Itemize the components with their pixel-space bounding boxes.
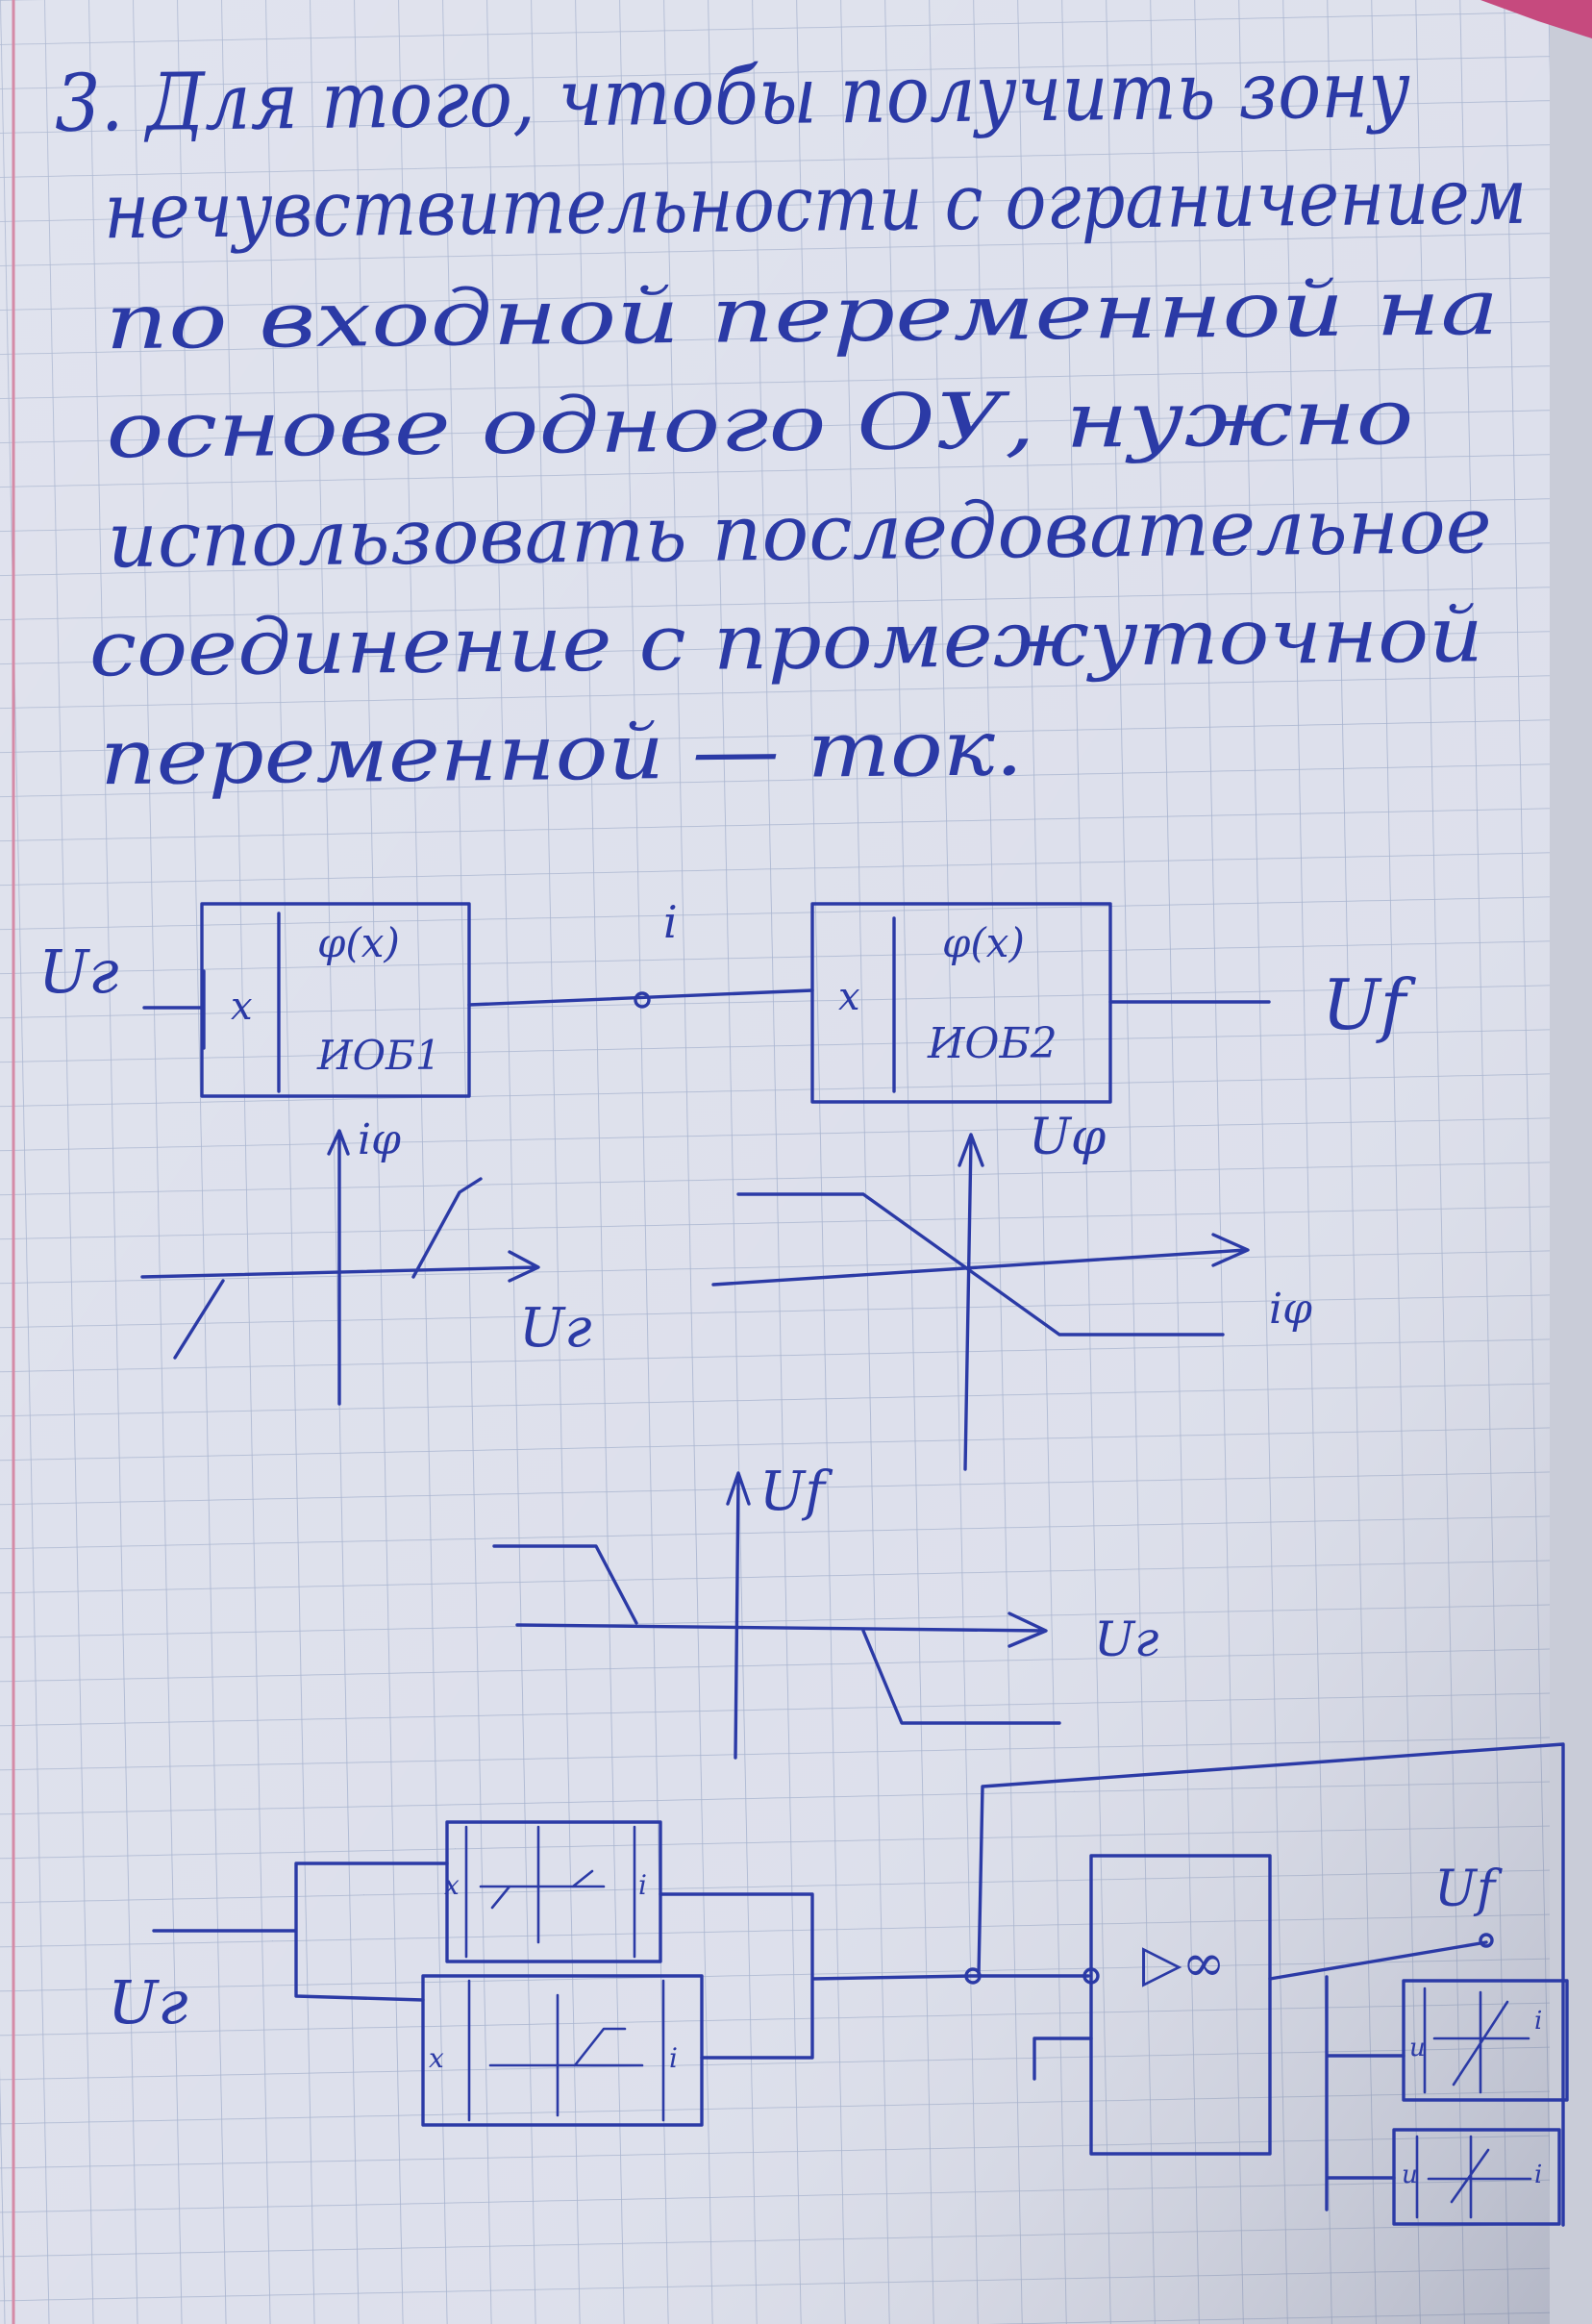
graph3-y-axis (726, 1471, 751, 1760)
graph2-x-label: iφ (1269, 1285, 1312, 1334)
circuit-left-block-top-out: i (638, 1869, 647, 1901)
bd-block1 (200, 902, 471, 1098)
graph2-curve (736, 1192, 1225, 1337)
circuit-right-block-1 (1402, 1979, 1569, 2102)
graph1: iφ Uг (140, 1115, 592, 1406)
circuit-opamp-symbol: ▷∞ (1142, 1933, 1226, 1993)
bd-output-label: Uf (1322, 964, 1417, 1045)
graph3-y-label: Uf (759, 1461, 833, 1523)
circuit-left-block-top-port: x (444, 1869, 460, 1901)
circuit-input-wire (152, 1862, 449, 2002)
circuit-output-label: Uf (1434, 1861, 1503, 1918)
graph2: Uφ iφ (711, 1109, 1312, 1471)
note-line-6: соединение с промежуточной (88, 589, 1483, 693)
graph1-y-axis (327, 1129, 350, 1406)
circuit-right-block-1-axes (1432, 1990, 1530, 2094)
pink-cover-corner (1480, 0, 1592, 38)
circuit-output-wire (1268, 1940, 1488, 1981)
circuit-output-node (1479, 1933, 1494, 1948)
graph1-y-label: iφ (358, 1115, 401, 1164)
graph3-curve-left (492, 1544, 638, 1625)
circuit-left-block-top-axes (479, 1825, 606, 1944)
circuit-right-bus (1325, 1975, 1405, 2212)
circuit-right-block-1-out: i (1534, 2007, 1542, 2036)
circuit-opamp (1089, 1854, 1272, 2156)
bd-intermediate-label: i (663, 896, 678, 948)
graph3-x-label: Uг (1094, 1612, 1158, 1667)
circuit-right-block-2-out: i (1534, 2161, 1542, 2189)
graph1-curve-right (411, 1177, 483, 1279)
graph1-x-label: Uг (519, 1297, 592, 1360)
circuit-left-block-bottom-out: i (669, 2042, 678, 2074)
graph2-y-axis (958, 1133, 984, 1471)
note-line-3: по входной переменной на (105, 262, 1500, 366)
graph3: Uf Uг (492, 1461, 1158, 1760)
circuit-input-label: Uг (108, 1967, 188, 2037)
graph1-curve-left (173, 1279, 225, 1360)
bd-input-label: Uг (38, 937, 119, 1007)
note-line-1: 3. Для того, чтобы получить зону (54, 44, 1410, 150)
circuit-left-block-bottom-axes (488, 1993, 644, 2117)
page-shading (0, 0, 1550, 2324)
circuit: Uг x i x i ▷∞ Uf u i u i (108, 1742, 1569, 2227)
circuit-left-block-bottom-port: x (429, 2042, 444, 2074)
graph1-x-axis (140, 1250, 540, 1283)
bd-block2-port: x (838, 975, 860, 1019)
circuit-left-block-top (445, 1820, 662, 1963)
note-line-4: основе одного ОУ, нужно (106, 372, 1414, 475)
bd-intermediate-wire (467, 988, 814, 1007)
bd-node (634, 991, 651, 1009)
graph3-x-axis (515, 1612, 1048, 1648)
bd-block1-func: φ(x) (317, 919, 400, 966)
bd-block2-func: φ(x) (942, 919, 1025, 966)
note-line-7: переменной — ток. (100, 703, 1024, 802)
handwritten-note: 3. Для того, чтобы получить зону нечувст… (54, 44, 1528, 802)
circuit-right-block-2-axes (1427, 2135, 1532, 2219)
graph2-x-axis (711, 1233, 1250, 1287)
bd-block1-port: x (231, 985, 253, 1029)
bd-block1-name: ИОБ1 (316, 1032, 441, 1079)
bd-block2-name: ИОБ2 (927, 1019, 1057, 1068)
circuit-right-block-1-port: u (1409, 2034, 1426, 2062)
bd-input-wire (142, 969, 206, 1050)
block-diagram: Uг x φ(x) ИОБ1 i x φ(x) ИОБ2 Uf (38, 896, 1417, 1104)
circuit-summing-wires (659, 1892, 1090, 2060)
circuit-feedback-top (977, 1742, 1565, 2227)
note-line-2: нечувствительности с ограничением (104, 152, 1528, 256)
graph2-y-label: Uφ (1029, 1109, 1107, 1166)
circuit-left-block-bottom (421, 1974, 704, 2127)
circuit-right-block-2-port: u (1402, 2161, 1418, 2189)
circuit-right-block-2 (1392, 2128, 1561, 2226)
note-line-5: использовать последовательное (107, 481, 1492, 585)
next-page-edge (1550, 0, 1592, 2324)
graph3-curve-right (861, 1629, 1061, 1725)
circuit-ground (1032, 2037, 1093, 2081)
